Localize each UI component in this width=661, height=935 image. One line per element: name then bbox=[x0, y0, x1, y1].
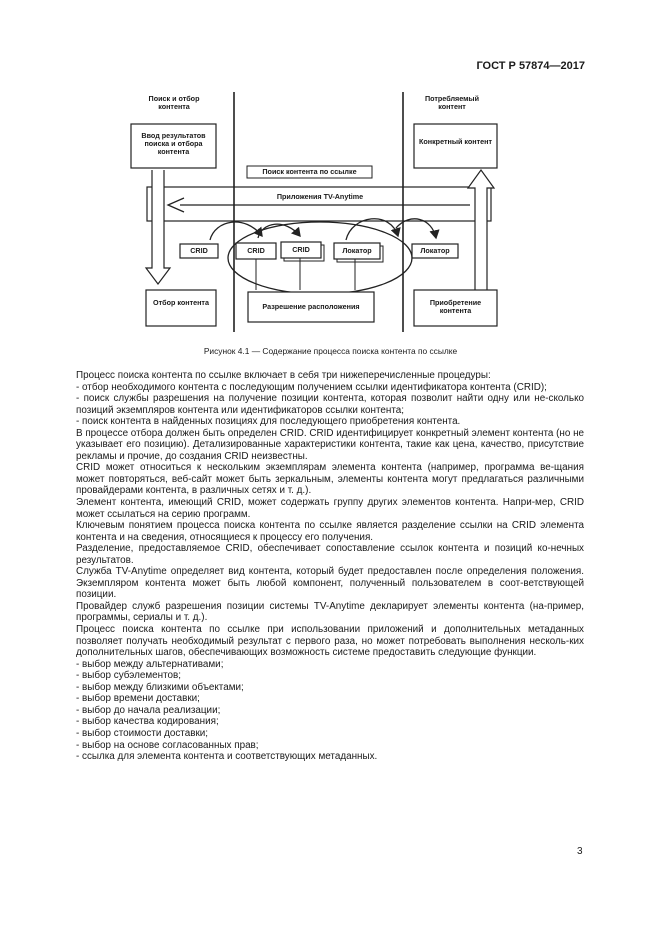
paragraph: Провайдер служб разрешения позиции систе… bbox=[76, 600, 584, 624]
col-left-title: Поиск и отбор контента bbox=[148, 94, 200, 111]
locator-box-1: Локатор bbox=[342, 246, 372, 255]
paragraph: Процесс поиска контента по ссылке при ис… bbox=[76, 624, 584, 659]
box-search-by-ref: Поиск контента по ссылке bbox=[262, 167, 357, 176]
crid-box-3: CRID bbox=[292, 245, 310, 254]
list-item: - выбор времени доставки; bbox=[76, 693, 200, 705]
box-location-resolution: Разрешение расположения bbox=[262, 302, 360, 311]
crid-box-1: CRID bbox=[190, 246, 208, 255]
crid-box-2: CRID bbox=[247, 246, 265, 255]
box-input-results: Ввод результатов поиска и отбора контент… bbox=[141, 131, 206, 156]
figure-caption: Рисунок 4.1 — Содержание процесса поиска… bbox=[203, 346, 458, 356]
figure-diagram: Поиск и отбор контента Потребляемый конт… bbox=[0, 0, 661, 340]
paragraph: CRID может относиться к нескольким экзем… bbox=[76, 462, 584, 497]
locator-box-2: Локатор bbox=[420, 246, 450, 255]
paragraph: Элемент контента, имеющий CRID, может со… bbox=[76, 497, 584, 520]
paragraph: Разделение, предоставляемое CRID, обеспе… bbox=[76, 543, 584, 566]
bar-applications: Приложения TV-Anytime bbox=[276, 192, 364, 201]
list-item: - ссылка для элемента контента и соответ… bbox=[76, 751, 378, 763]
list-item: - выбор между альтернативами; bbox=[76, 658, 224, 670]
box-concrete-content: Конкретный контент bbox=[418, 137, 493, 146]
diagram-lines bbox=[130, 92, 498, 332]
paragraph: - поиск службы разрешения на получение п… bbox=[76, 393, 584, 416]
list-item: - выбор между близкими объектами; bbox=[76, 681, 244, 693]
box-content-selection: Отбор контента bbox=[153, 298, 209, 307]
list-item: - выбор до начала реализации; bbox=[76, 704, 221, 716]
paragraph: В процессе отбора должен быть определен … bbox=[76, 427, 585, 462]
col-right-title: Потребляемый контент bbox=[425, 94, 479, 111]
box-content-acquisition: Приобретение контента bbox=[429, 298, 482, 315]
paragraph: - поиск контента в найденных позициях дл… bbox=[76, 416, 461, 428]
paragraph: Процесс поиска контента по ссылке включа… bbox=[76, 370, 491, 381]
list-item: - выбор стоимости доставки; bbox=[76, 727, 209, 739]
paragraph: - отбор необходимого контента с последую… bbox=[76, 381, 547, 393]
list-item: - выбор субэлементов; bbox=[76, 670, 181, 682]
body-text: Процесс поиска контента по ссылке включа… bbox=[76, 370, 584, 763]
list-item: - выбор на основе согласованных прав; bbox=[76, 739, 259, 751]
paragraph: Ключевым понятием процесса поиска контен… bbox=[76, 520, 584, 543]
document-id: ГОСТ Р 57874—2017 bbox=[476, 60, 585, 72]
page-number: 3 bbox=[577, 846, 583, 857]
list-item: - выбор качества кодирования; bbox=[76, 716, 219, 728]
paragraph: Служба TV-Anytime определяет вид контент… bbox=[76, 566, 584, 601]
